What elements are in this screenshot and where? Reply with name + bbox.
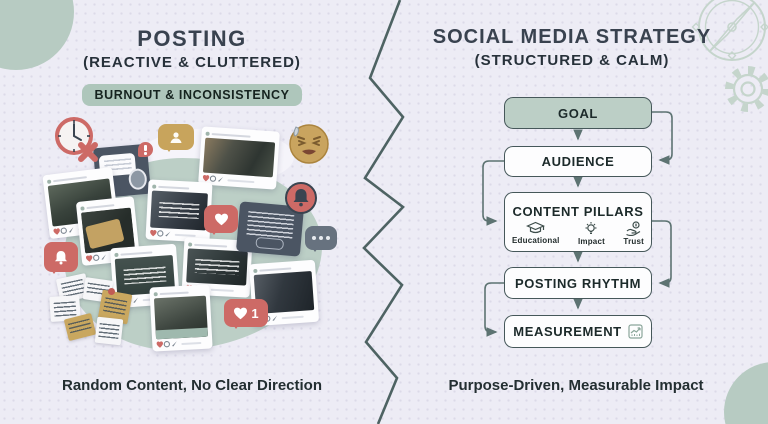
goal-label: GOAL [558, 105, 598, 121]
clock-missed-icon [55, 117, 98, 162]
like-comment-icons [53, 227, 74, 235]
right-title: SOCIAL MEDIA STRATEGY [432, 26, 712, 48]
burnout-badge: BURNOUT & INCONSISTENCY [82, 84, 302, 107]
like-comment-icons [202, 174, 224, 182]
post-card [75, 196, 141, 266]
weary-emoji-icon [289, 124, 329, 164]
typing-dots-bubble-icon [305, 226, 337, 252]
right-caption: Purpose-Driven, Measurable Impact [448, 377, 704, 394]
flow-box-posting-rhythm: POSTING RHYTHM [504, 267, 652, 299]
like-comment-icons [150, 229, 171, 237]
pillar-educational: Educational [512, 221, 560, 246]
alert-icon [138, 142, 153, 157]
bell-notification-icon [285, 182, 317, 214]
flow-box-measurement: MEASUREMENT [504, 315, 652, 348]
left-header: POSTING (REACTIVE & CLUTTERED) BURNOUT &… [0, 26, 384, 107]
bell-bubble-icon [44, 242, 78, 274]
like-count: 1 [251, 305, 259, 321]
cluttered-posts-collage: 1 [0, 0, 384, 424]
lightbulb-icon [585, 221, 597, 234]
measurement-label: MEASUREMENT [513, 324, 622, 339]
avatar [127, 167, 148, 191]
left-subtitle: (REACTIVE & CLUTTERED) [83, 54, 301, 72]
audience-label: AUDIENCE [541, 154, 615, 169]
chart-growth-icon [628, 324, 643, 339]
gear-icon [725, 66, 768, 112]
post-card [42, 166, 120, 240]
like-comment-icons [85, 254, 106, 262]
left-title: POSTING [137, 26, 247, 51]
hand-coin-icon [625, 220, 641, 236]
pillar-impact: Impact [578, 221, 605, 246]
post-card [145, 179, 213, 243]
flow-box-content-pillars: CONTENT PILLARS Educational Impact [504, 192, 652, 252]
post-card [198, 126, 280, 190]
flow-box-goal: GOAL [504, 97, 652, 129]
heart-count-bubble-icon: 1 [224, 299, 268, 329]
heart-like-bubble-icon [204, 205, 238, 235]
posting-rhythm-label: POSTING RHYTHM [514, 275, 642, 291]
right-subtitle: (STRUCTURED & CALM) [474, 52, 670, 69]
content-pillars-label: CONTENT PILLARS [512, 203, 644, 219]
graduation-cap-icon [526, 221, 546, 233]
button-pill [255, 236, 284, 251]
post-card [149, 284, 213, 352]
pillar-row: Educational Impact Trust [512, 220, 644, 246]
left-caption: Random Content, No Clear Direction [61, 377, 323, 394]
right-header: SOCIAL MEDIA STRATEGY (STRUCTURED & CALM… [380, 26, 764, 69]
flow-box-audience: AUDIENCE [504, 146, 652, 177]
like-comment-icons [156, 341, 177, 348]
pillar-trust: Trust [623, 220, 644, 246]
user-notification-bubble-icon [158, 124, 194, 152]
